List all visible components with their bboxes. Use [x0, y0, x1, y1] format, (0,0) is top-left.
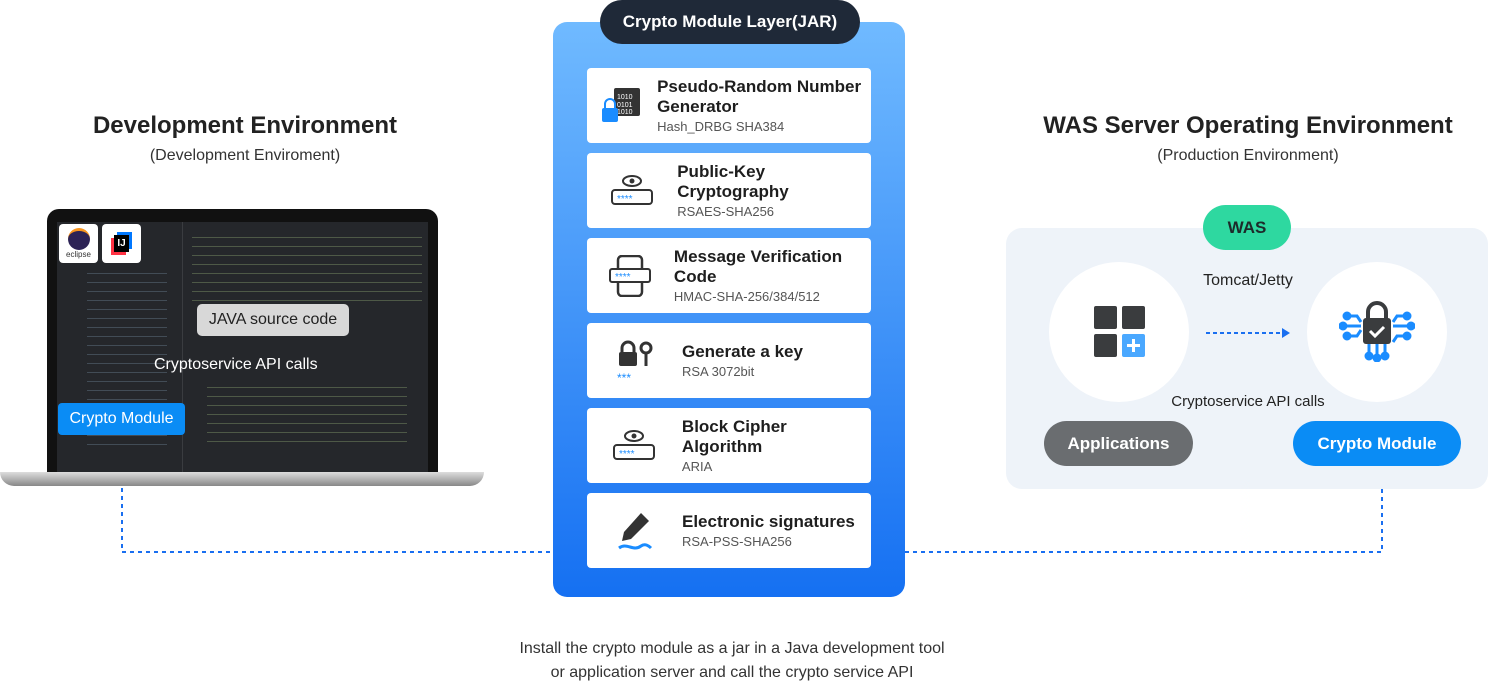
eye-password-icon: **** [587, 174, 677, 208]
was-subtitle: (Production Environment) [1157, 147, 1339, 164]
caption-line-1: Install the crypto module as a jar in a … [519, 640, 945, 657]
apps-circle [1049, 262, 1189, 402]
java-source-label: JAVA source code [197, 304, 349, 336]
lock-key-icon: *** [587, 340, 682, 382]
server-label: Tomcat/Jetty [1203, 272, 1293, 289]
pen-signature-icon [587, 510, 682, 552]
dev-api-calls: Cryptoservice API calls [154, 356, 318, 373]
eclipse-logo: eclipse [59, 224, 98, 263]
was-api-calls: Cryptoservice API calls [1171, 393, 1325, 410]
apps-grid-icon [1094, 306, 1145, 357]
laptop-base [0, 472, 484, 486]
dev-title: Development Environment [92, 112, 398, 139]
svg-text:1010: 1010 [617, 109, 633, 116]
svg-text:***: *** [617, 371, 631, 382]
dev-subtitle: (Development Enviroment) [149, 147, 341, 164]
arrow-icon [1206, 328, 1290, 338]
svg-text:0101: 0101 [617, 102, 633, 109]
svg-text:****: **** [619, 449, 635, 460]
svg-text:****: **** [617, 194, 633, 205]
phone-password-icon: **** [587, 254, 674, 297]
dev-crypto-module: Crypto Module [58, 403, 185, 435]
eye-password-icon: **** [587, 429, 682, 463]
circuit-lock-icon [1339, 301, 1415, 362]
applications-pill: Applications [1044, 421, 1193, 466]
caption-line-2: or application server and call the crypt… [550, 664, 914, 681]
caption: Install the crypto module as a jar in a … [430, 637, 1034, 685]
was-title: WAS Server Operating Environment [1043, 112, 1453, 139]
jar-title: Crypto Module Layer(JAR) [600, 0, 860, 44]
was-crypto-module-pill: Crypto Module [1293, 421, 1461, 466]
crypto-circle [1307, 262, 1447, 402]
was-badge: WAS [1203, 205, 1291, 250]
svg-text:****: **** [615, 272, 631, 283]
intellij-logo: IJ [102, 224, 141, 263]
svg-text:1010: 1010 [617, 94, 633, 101]
